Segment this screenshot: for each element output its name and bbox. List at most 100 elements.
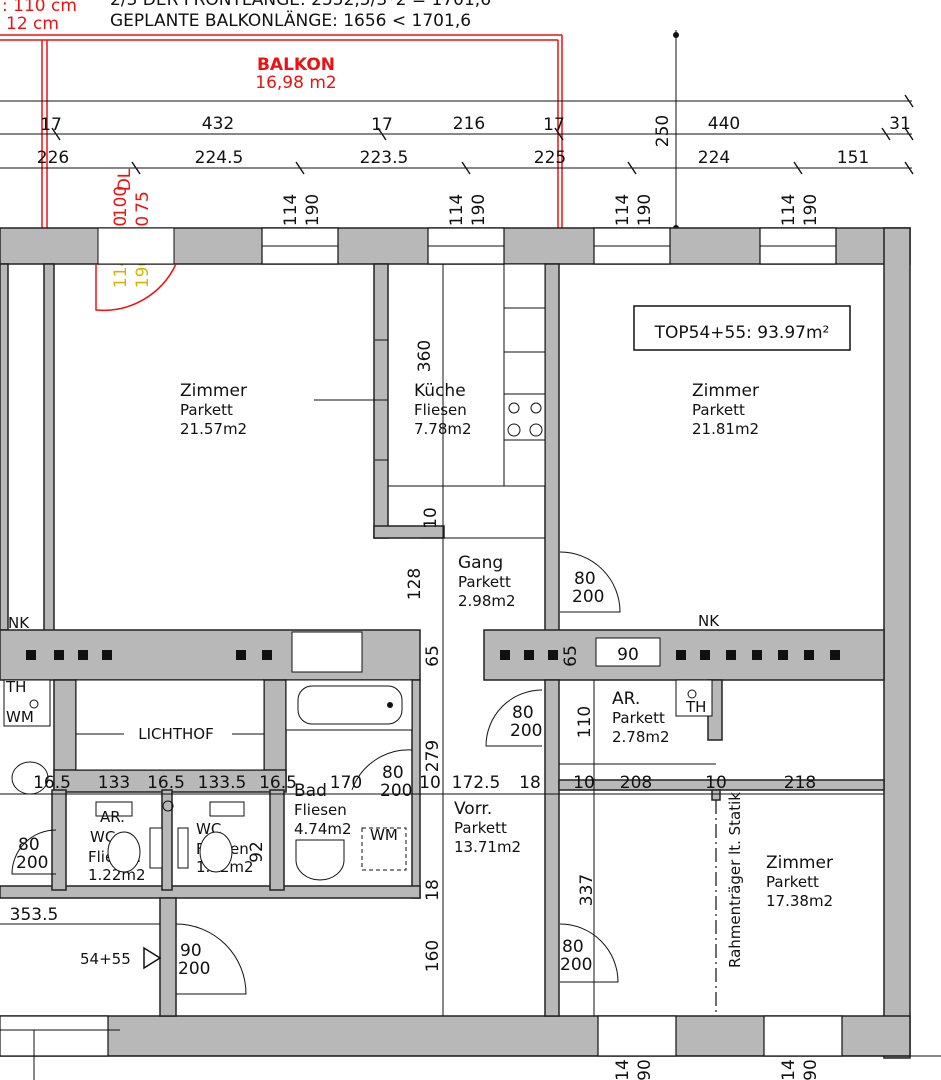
room-7-name: Vorr. xyxy=(454,799,492,819)
wm-label-left: WM xyxy=(6,708,34,726)
room-3-name: Zimmer xyxy=(692,381,759,401)
bottom-win-2-a: 14 xyxy=(779,1059,799,1080)
dim-mid-7: 10 xyxy=(419,773,441,793)
beam-label: Rahmenträger lt. Statik xyxy=(726,792,744,968)
room-1-floor: Parkett xyxy=(180,401,233,419)
room-2-name: Küche xyxy=(414,381,466,401)
dim-top-7: 440 xyxy=(708,114,740,134)
door-5-w: 80 xyxy=(18,835,40,855)
dim-mid-13: 218 xyxy=(784,773,816,793)
bottom-win-1-b: 90 xyxy=(635,1059,655,1080)
room-5-area: 2.78m2 xyxy=(612,728,670,746)
dim-10a: 10 xyxy=(421,507,441,529)
sink-icon xyxy=(295,839,345,881)
windows-bottom xyxy=(0,1015,843,1057)
door-3-h: 200 xyxy=(380,781,412,801)
door-3-w: 80 xyxy=(382,763,404,783)
room-9-name: WC xyxy=(90,828,115,846)
dim-mid-4: 133.5 xyxy=(198,773,247,793)
ar-small-label: AR. xyxy=(100,808,125,826)
room-5-name: AR. xyxy=(612,689,640,709)
dim-160: 160 xyxy=(423,940,443,972)
room-4-name: Gang xyxy=(458,553,503,573)
unit-label-box xyxy=(633,305,851,351)
room-4-floor: Parkett xyxy=(458,573,511,591)
dim-110: 110 xyxy=(575,706,595,738)
shaft-markers xyxy=(26,650,840,660)
room-3-area: 21.81m2 xyxy=(692,420,759,438)
dim-90: 90 xyxy=(617,645,639,665)
dim-top-5: 17 xyxy=(543,115,565,135)
room-2-floor: Fliesen xyxy=(414,401,467,419)
win-4-h: 190 xyxy=(801,194,821,226)
win-3-h: 190 xyxy=(635,194,655,226)
dim-top-3: 17 xyxy=(371,115,393,135)
wc-cistern-1 xyxy=(95,801,133,817)
dim-mid-2: 133 xyxy=(98,773,130,793)
dim-mid-1: 16.5 xyxy=(33,773,71,793)
door-2-w: 80 xyxy=(512,703,534,723)
bad-shaft xyxy=(291,631,363,673)
th-label-left: TH xyxy=(5,678,26,696)
door-swings xyxy=(11,551,621,995)
room-6-floor: Fliesen xyxy=(294,801,347,819)
room-7-area: 13.71m2 xyxy=(454,838,521,856)
door-2-h: 200 xyxy=(510,721,542,741)
win-3-w: 114 xyxy=(613,194,633,226)
dim-mid-12: 10 xyxy=(705,773,727,793)
dim-mid-5: 16.5 xyxy=(259,773,297,793)
door-red-1: 100 xyxy=(111,186,131,218)
wm-label-bad: WM xyxy=(370,826,398,844)
dim-360: 360 xyxy=(415,340,435,372)
door-6-h: 200 xyxy=(178,959,210,979)
room-8-floor: Parkett xyxy=(766,873,819,891)
room-6-name: Bad xyxy=(294,781,327,801)
door-1-w: 80 xyxy=(574,569,596,589)
dim-mid-9: 18 xyxy=(519,773,541,793)
dim-mid-6: 170 xyxy=(330,773,362,793)
dim-top-8: 31 xyxy=(889,114,911,134)
balcony-title: BALKON xyxy=(257,55,335,75)
door-red-dl: DL xyxy=(115,168,135,191)
header-left-line2: 12 cm xyxy=(6,14,59,34)
dim-top-6: 250 xyxy=(653,115,673,147)
entry-arrow-icon xyxy=(143,946,162,970)
dim-mid-11: 208 xyxy=(620,773,652,793)
balcony-area: 16,98 m2 xyxy=(255,73,336,93)
dim-mid-8: 172.5 xyxy=(452,773,501,793)
unit-label: TOP54+55: 93.97m² xyxy=(654,323,830,343)
door-4-w: 80 xyxy=(562,937,584,957)
dim-row2-3: 223.5 xyxy=(360,148,409,168)
wc-cistern-2 xyxy=(209,801,245,817)
windows-top xyxy=(97,227,837,265)
bottom-win-2-b: 90 xyxy=(801,1059,821,1080)
stove-icon xyxy=(507,402,543,437)
dim-65a: 65 xyxy=(423,645,443,667)
win-1-w: 114 xyxy=(281,194,301,226)
dim-mid-3: 16.5 xyxy=(147,773,185,793)
th-label: TH xyxy=(685,698,706,716)
door-4-h: 200 xyxy=(560,955,592,975)
toilet-icon-2 xyxy=(199,831,233,873)
balcony-door-swing xyxy=(95,263,177,312)
washing-machine-box xyxy=(361,827,407,871)
kitchen-counter xyxy=(388,263,546,487)
win-2-w: 114 xyxy=(447,194,467,226)
room-7-floor: Parkett xyxy=(454,819,507,837)
room-6-area: 4.74m2 xyxy=(294,820,352,838)
dim-279: 279 xyxy=(423,740,443,772)
dim-mid-10: 10 xyxy=(573,773,595,793)
dim-18: 18 xyxy=(423,879,443,901)
door-5-h: 200 xyxy=(16,853,48,873)
dim-left-353: 353.5 xyxy=(10,905,59,925)
room-1-area: 21.57m2 xyxy=(180,420,247,438)
header-right-line2: GEPLANTE BALKONLÄNGE: 1656 < 1701,6 xyxy=(110,10,471,31)
bathtub-inner xyxy=(297,685,403,725)
dim-92: 92 xyxy=(247,841,267,863)
dimension-lines-top xyxy=(0,30,914,231)
wm-box-left xyxy=(3,679,51,727)
dim-65b: 65 xyxy=(561,645,581,667)
dim-row2-6: 151 xyxy=(837,148,869,168)
lichthof-area xyxy=(75,679,265,771)
